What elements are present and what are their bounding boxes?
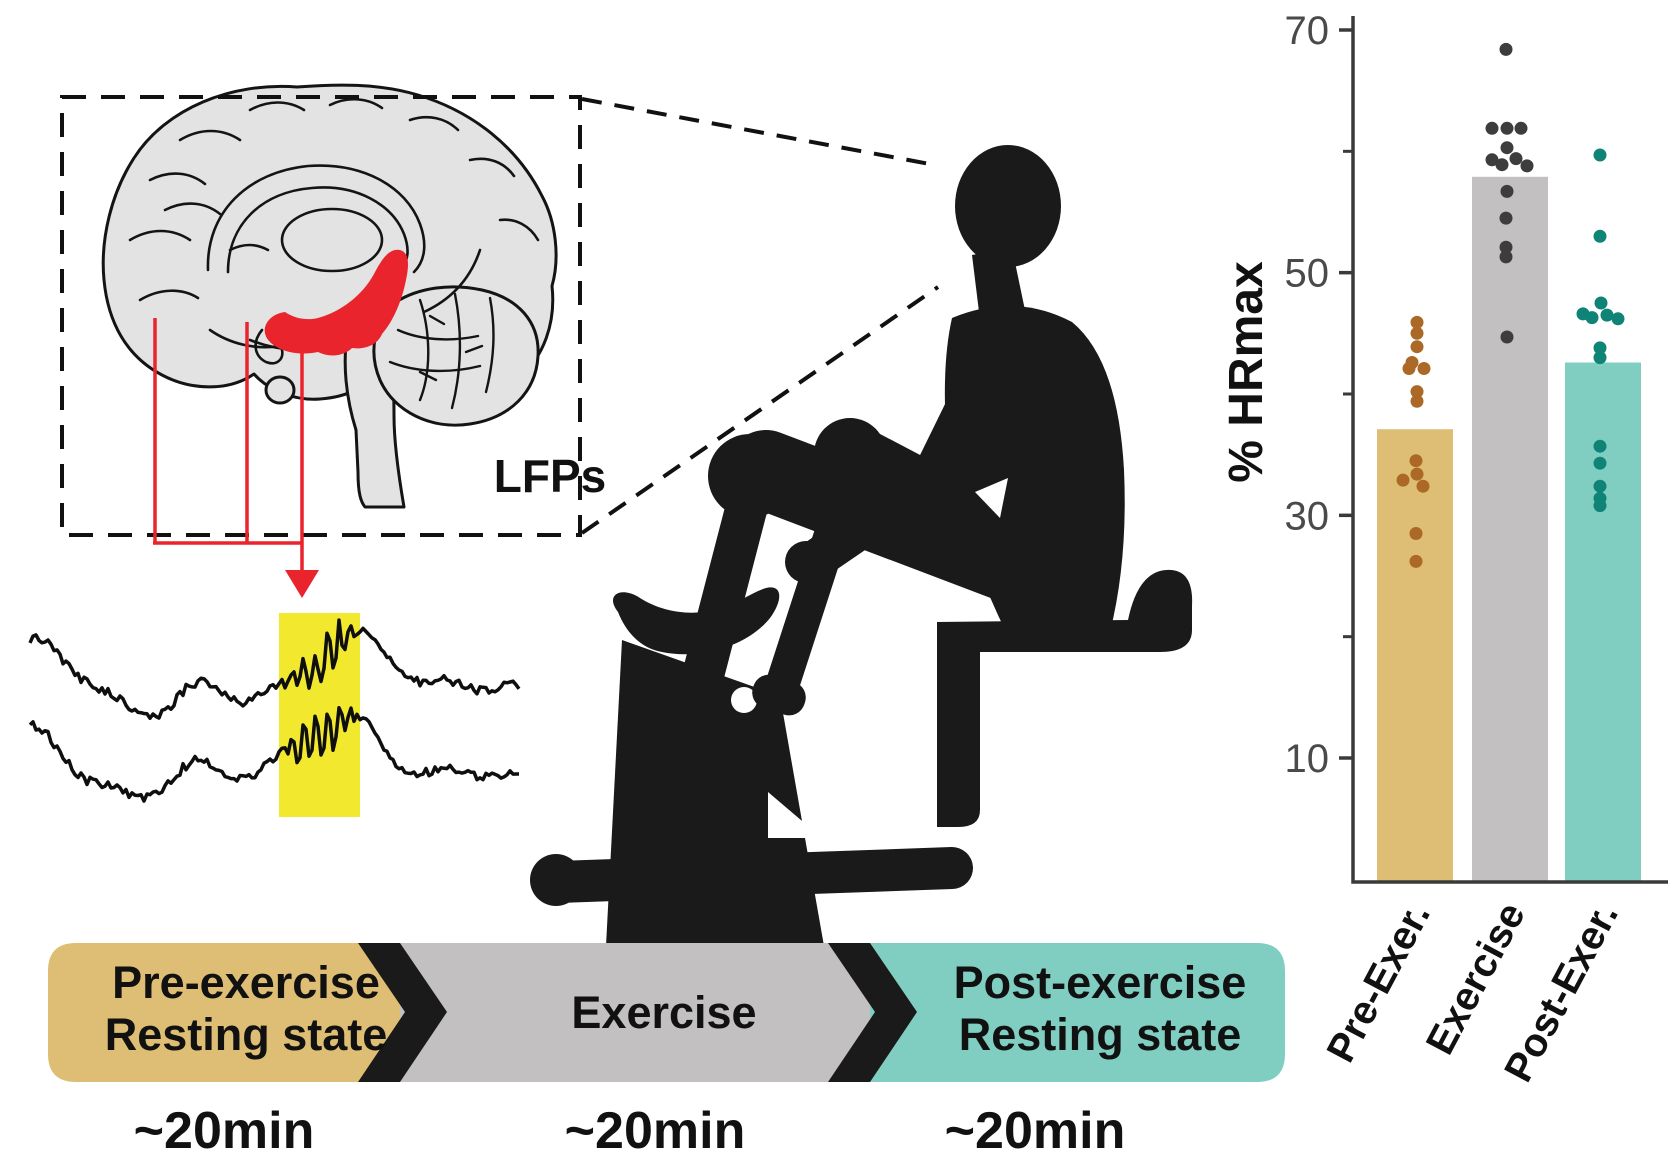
bar-exercise — [1472, 176, 1548, 881]
person-on-bike-silhouette — [530, 145, 1193, 946]
callout-lines — [580, 97, 940, 535]
scatter-dot — [1495, 158, 1509, 172]
callout-box — [60, 95, 582, 537]
y-tick-label: 10 — [1285, 737, 1330, 781]
timeline-segment — [400, 943, 882, 1082]
scatter-dot — [1410, 467, 1424, 481]
cerebellum-branches — [388, 292, 495, 410]
scatter-dot — [1409, 527, 1423, 540]
timeline-segment-label: Post-exercise — [954, 957, 1247, 1008]
pedal-crank — [731, 674, 822, 838]
cerebellum — [372, 285, 540, 427]
timeline-segment — [48, 943, 412, 1082]
scatter-dot — [1417, 362, 1431, 375]
brain-illustration — [101, 83, 558, 509]
scatter-dot — [1499, 250, 1513, 264]
lfp-trace — [28, 706, 519, 803]
scatter-dot — [1499, 240, 1513, 254]
y-axis-label: % HRmax — [1220, 261, 1273, 483]
scatter-dot — [1409, 554, 1423, 568]
scatter-dot — [1593, 456, 1607, 470]
scatter-dot — [1410, 315, 1424, 329]
y-tick-label: 70 — [1285, 9, 1330, 53]
person-silhouette — [616, 145, 1125, 817]
scatter-dot — [1514, 121, 1528, 135]
timeline-segment-label: Pre-exercise — [112, 957, 380, 1008]
exercise-bike — [530, 587, 973, 946]
lfp-trace — [28, 618, 521, 721]
bar-post-exer- — [1565, 362, 1641, 881]
scatter-dot — [1520, 159, 1534, 173]
lfps-label: LFPs — [494, 450, 606, 502]
scatter-dot — [1594, 296, 1608, 310]
scatter-dot — [1410, 340, 1424, 354]
scatter-dot — [1500, 184, 1514, 198]
timeline-segment-label: Exercise — [571, 987, 756, 1038]
electrode-lines — [153, 318, 304, 572]
scatter-dot — [1593, 341, 1607, 355]
scatter-dot — [1500, 121, 1514, 135]
scatter-dot — [1593, 229, 1607, 243]
timeline-duration-label: ~20min — [565, 1102, 746, 1160]
hippocampus-highlight — [264, 249, 408, 356]
timeline-duration-label: ~20min — [134, 1102, 315, 1160]
scatter-dot — [1593, 439, 1607, 453]
chart-axis — [1351, 16, 1668, 884]
scatter-dot — [1509, 152, 1523, 166]
scatter-dot — [1410, 326, 1424, 340]
scatter-dot — [1499, 42, 1513, 56]
timeline-segment-label: Resting state — [959, 1009, 1242, 1060]
scatter-dot — [1409, 454, 1423, 468]
scatter-dot — [1416, 479, 1430, 493]
signal-arrow-icon — [285, 570, 319, 598]
scatter-dot — [1485, 153, 1499, 167]
scatter-dot — [1593, 351, 1607, 365]
timeline-segment-label: Resting state — [105, 1009, 388, 1060]
scatter-dot — [1396, 473, 1410, 487]
scatter-dot — [1499, 211, 1513, 225]
scatter-dot — [1402, 362, 1416, 375]
scatter-dot — [1593, 479, 1607, 493]
y-tick-label: 50 — [1285, 252, 1330, 296]
timeline-segment — [870, 943, 1285, 1082]
scatter-dot — [1593, 148, 1607, 162]
scatter-dot — [1593, 499, 1607, 513]
scatter-dot — [1585, 311, 1599, 325]
scatter-dot — [1500, 330, 1514, 344]
scatter-dot — [1485, 121, 1499, 135]
chevron-arrow-icon — [828, 943, 917, 1082]
scatter-dot — [1500, 141, 1514, 155]
scatter-dot — [1410, 394, 1424, 408]
bench — [937, 569, 1193, 827]
lfp-traces — [28, 618, 521, 803]
pituitary — [264, 375, 296, 405]
scatter-dot — [1410, 385, 1424, 399]
y-tick-label: 30 — [1285, 494, 1330, 538]
timeline-duration-label: ~20min — [945, 1102, 1126, 1160]
scatter-dot — [1600, 308, 1614, 322]
bar-pre-exer- — [1377, 429, 1453, 881]
scatter-dot — [1611, 312, 1625, 326]
chevron-arrow-icon — [358, 943, 447, 1082]
